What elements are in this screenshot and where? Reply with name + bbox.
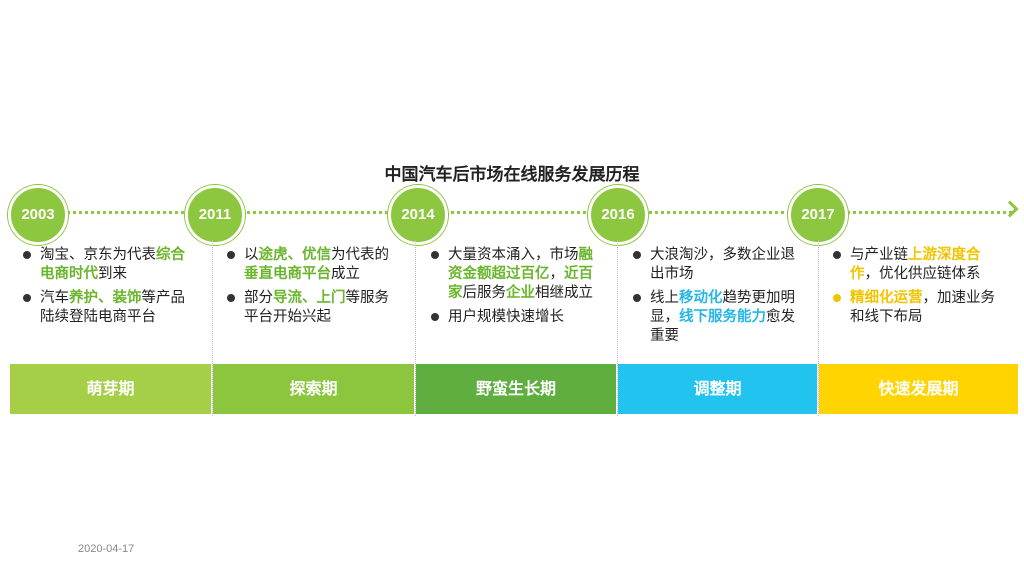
- bullet-dot-icon: [431, 251, 439, 259]
- item-highlight: 导流、上门: [273, 290, 346, 306]
- page-title: 中国汽车后市场在线服务发展历程: [384, 165, 640, 185]
- item-text: 汽车: [40, 290, 69, 306]
- item-highlight: 企业: [506, 285, 535, 301]
- item-text: ，优化供应链体系: [864, 266, 981, 282]
- bullet-item: 与产业链上游深度合作，优化供应链体系: [830, 246, 1000, 284]
- item-text: 相继成立: [535, 285, 593, 301]
- bullet-dot-icon: [833, 294, 841, 302]
- item-text: 愈发重要: [650, 309, 795, 344]
- item-highlight: 线下服务能力: [679, 309, 766, 325]
- column-2016: 大浪淘沙，多数企业退出市场 线上移动化趋势更加明显，线下服务能力愈发重要: [630, 246, 802, 351]
- item-highlight: 移动化: [679, 290, 723, 306]
- column-divider: [617, 240, 618, 416]
- item-text: 用户规模快速增长: [448, 309, 564, 325]
- stage-band-wild-growth: 野蛮生长期: [416, 364, 616, 414]
- item-highlight: 途虎、优信: [258, 247, 332, 263]
- item-text: 部分: [244, 290, 273, 306]
- column-divider: [818, 240, 819, 416]
- item-highlight: 精细化运营: [850, 290, 923, 306]
- item-highlight: 养护、装饰: [69, 290, 142, 306]
- year-marker-2014: 2014: [388, 185, 448, 245]
- bullet-dot-icon: [633, 294, 641, 302]
- column-2017: 与产业链上游深度合作，优化供应链体系 精细化运营，加速业务和线下布局: [830, 246, 1000, 332]
- bullet-dot-icon: [227, 251, 235, 259]
- column-2003: 淘宝、京东为代表综合电商时代到来 汽车养护、装饰等产品陆续登陆电商平台: [20, 246, 190, 332]
- bullet-item: 部分导流、上门等服务平台开始兴起: [224, 289, 394, 327]
- column-divider: [212, 240, 213, 416]
- item-text: 淘宝、京东为代表: [40, 247, 156, 263]
- year-marker-2003: 2003: [8, 185, 68, 245]
- item-text: ，: [549, 266, 565, 282]
- item-text: 成立: [331, 266, 360, 282]
- item-text: 大浪淘沙，多数企业退出市场: [650, 247, 795, 282]
- bullet-item: 线上移动化趋势更加明显，线下服务能力愈发重要: [630, 289, 802, 346]
- timeline-line: [30, 211, 1012, 214]
- bullet-item: 大量资本涌入，市场融资金额超过百亿，近百家后服务企业相继成立: [428, 246, 596, 303]
- item-highlight: 综合电商时代: [40, 247, 185, 282]
- bullet-dot-icon: [833, 251, 841, 259]
- item-text: 到来: [98, 266, 127, 282]
- bullet-item: 用户规模快速增长: [428, 308, 596, 327]
- item-text: 趋势更加明显，: [650, 290, 795, 325]
- item-text: 大量资本涌入，市场: [448, 247, 579, 263]
- bullet-item: 以途虎、优信为代表的垂直电商平台成立: [224, 246, 394, 284]
- item-text: 后服务: [462, 285, 507, 301]
- bullet-item: 大浪淘沙，多数企业退出市场: [630, 246, 802, 284]
- bullet-dot-icon: [633, 251, 641, 259]
- year-marker-2016: 2016: [588, 185, 648, 245]
- bullet-item: 精细化运营，加速业务和线下布局: [830, 289, 1000, 327]
- stage-band-explore: 探索期: [213, 364, 414, 414]
- item-highlight: 垂直电商平台: [244, 266, 331, 282]
- item-text: 等服务平台开始兴起: [244, 290, 389, 325]
- stage-band-adjust: 调整期: [618, 364, 817, 414]
- item-highlight: 近百家: [448, 266, 593, 301]
- bullet-dot-icon: [227, 294, 235, 302]
- column-2014: 大量资本涌入，市场融资金额超过百亿，近百家后服务企业相继成立 用户规模快速增长: [428, 246, 596, 332]
- year-marker-2017: 2017: [788, 185, 848, 245]
- timeline-arrow-icon: [1001, 200, 1019, 218]
- column-2011: 以途虎、优信为代表的垂直电商平台成立 部分导流、上门等服务平台开始兴起: [224, 246, 394, 332]
- bullet-item: 淘宝、京东为代表综合电商时代到来: [20, 246, 190, 284]
- stage-band-sprout: 萌芽期: [10, 364, 211, 414]
- bullet-dot-icon: [23, 251, 31, 259]
- item-text: 以: [244, 247, 259, 263]
- item-text: 线上: [650, 290, 679, 306]
- item-text: 为代表的: [331, 247, 389, 263]
- item-text: 等产品陆续登陆电商平台: [40, 290, 185, 325]
- item-text: ，加速业务和线下布局: [850, 290, 995, 325]
- column-divider: [415, 240, 416, 416]
- item-highlight: 融资金额超过百亿: [448, 247, 593, 282]
- bullet-item: 汽车养护、装饰等产品陆续登陆电商平台: [20, 289, 190, 327]
- date-label: 2020-04-17: [78, 543, 135, 555]
- item-highlight: 上游深度合作: [850, 247, 981, 282]
- item-text: 与产业链: [850, 247, 908, 263]
- bullet-dot-icon: [23, 294, 31, 302]
- year-marker-2011: 2011: [185, 185, 245, 245]
- bullet-dot-icon: [431, 313, 439, 321]
- stage-band-rapid-growth: 快速发展期: [819, 364, 1018, 414]
